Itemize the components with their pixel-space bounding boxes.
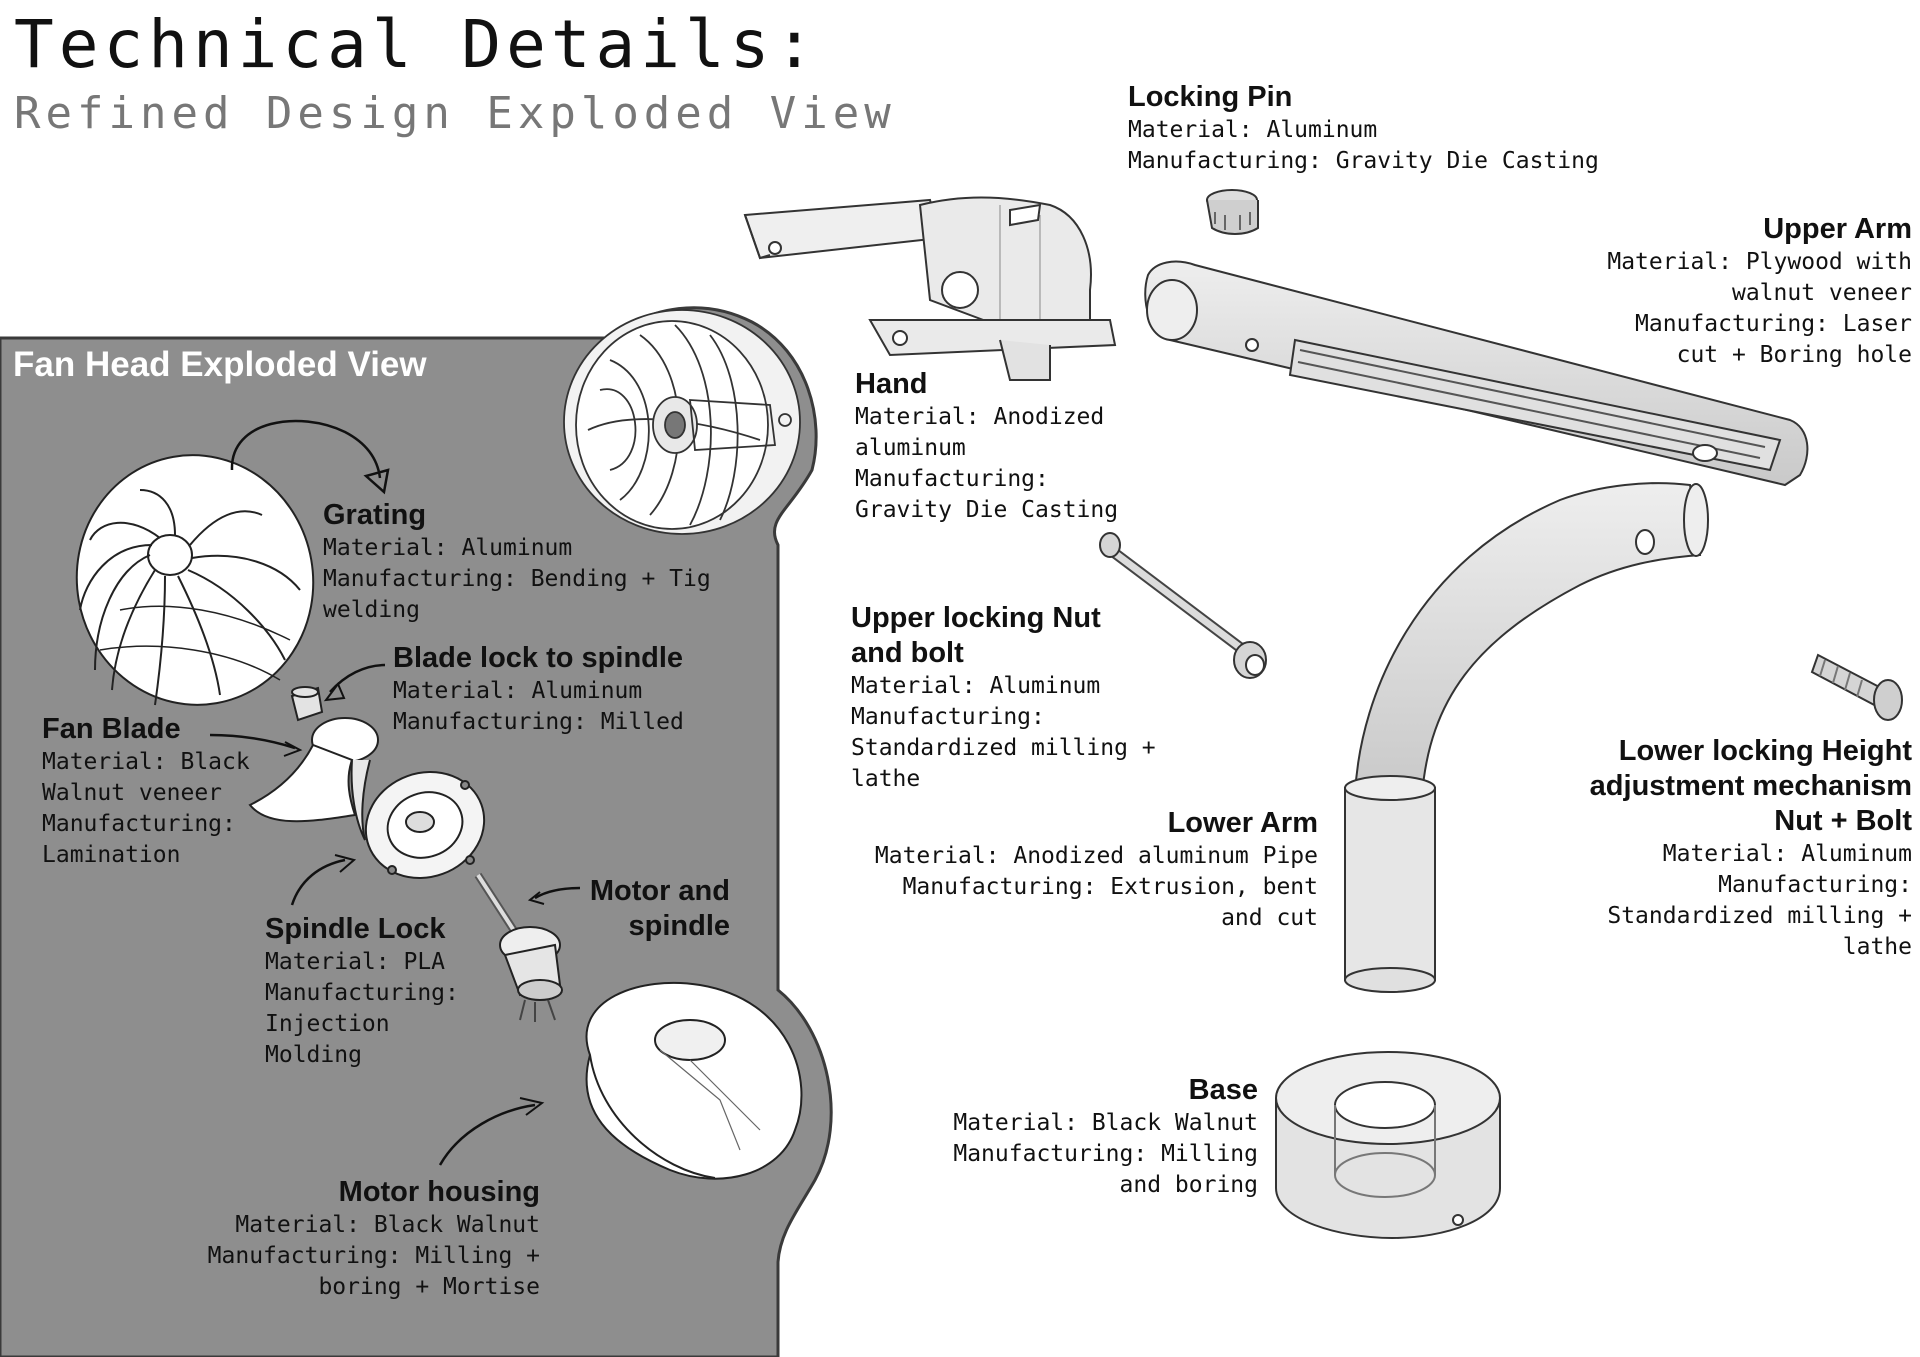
label-motor-housing-line: Manufacturing: Milling + xyxy=(207,1243,540,1269)
locking-pin-part xyxy=(1206,189,1259,235)
label-upper-arm: Upper Arm Material: Plywood with walnut … xyxy=(1540,212,1912,371)
label-hand-heading: Hand xyxy=(855,368,928,400)
grating-part xyxy=(75,454,315,706)
label-spindle-lock-line: Molding xyxy=(265,1042,362,1068)
grating-arrow xyxy=(230,419,382,479)
label-hand-line: Material: Anodized xyxy=(855,404,1105,430)
label-lower-arm: Lower Arm Material: Anodized aluminum Pi… xyxy=(810,806,1318,934)
label-upper-nut-bolt-line: lathe xyxy=(851,766,921,792)
label-motor-spindle: Motor and spindle xyxy=(560,874,730,944)
label-upper-arm-line: cut + Boring hole xyxy=(1676,342,1912,368)
label-motor-housing-line: boring + Mortise xyxy=(318,1274,540,1300)
upper-nut-bolt-part xyxy=(1099,532,1267,679)
motor-housing-part xyxy=(585,981,803,1180)
motor-spindle-part xyxy=(474,872,563,1022)
label-motor-housing-heading: Motor housing xyxy=(338,1176,540,1208)
label-grating-line: welding xyxy=(323,597,420,623)
label-blade-lock-heading: Blade lock to spindle xyxy=(393,642,684,674)
fan-head-panel-title: Fan Head Exploded View xyxy=(13,345,427,384)
base-part xyxy=(1275,1051,1501,1240)
label-upper-arm-line: Manufacturing: Laser xyxy=(1635,311,1912,337)
assembled-fan-head xyxy=(563,309,801,535)
label-lower-locking-line: Standardized milling + xyxy=(1607,903,1912,929)
label-fan-blade-line: Lamination xyxy=(42,842,181,868)
label-lower-locking-heading: adjustment mechanism xyxy=(1589,770,1912,802)
label-blade-lock-line: Manufacturing: Milled xyxy=(393,709,684,735)
label-base-line: and boring xyxy=(1119,1172,1258,1198)
label-spindle-lock-line: Material: PLA xyxy=(265,949,446,975)
label-fan-blade-line: Material: Black xyxy=(42,749,250,775)
label-hand: Hand Material: Anodized aluminum Manufac… xyxy=(855,367,1118,526)
label-lower-arm-line: Manufacturing: Extrusion, bent xyxy=(902,874,1318,900)
label-fan-blade-heading: Fan Blade xyxy=(42,713,181,745)
label-upper-nut-bolt-line: Manufacturing: xyxy=(851,704,1045,730)
label-upper-nut-bolt-heading: and bolt xyxy=(851,637,964,669)
label-grating-line: Manufacturing: Bending + Tig xyxy=(323,566,711,592)
hand-part xyxy=(743,196,1117,381)
label-hand-line: Manufacturing: xyxy=(855,466,1049,492)
label-grating-heading: Grating xyxy=(323,499,427,531)
label-fan-blade-line: Manufacturing: xyxy=(42,811,236,837)
spindle-lock-part xyxy=(364,771,486,879)
label-spindle-lock-line: Manufacturing: xyxy=(265,980,459,1006)
label-upper-arm-heading: Upper Arm xyxy=(1763,213,1912,245)
label-fan-blade: Fan Blade Material: Black Walnut veneer … xyxy=(42,712,250,871)
label-lower-locking: Lower locking Height adjustment mechanis… xyxy=(1540,734,1912,963)
label-upper-arm-line: walnut veneer xyxy=(1731,280,1912,306)
label-motor-spindle-heading: spindle xyxy=(628,910,730,942)
label-blade-lock: Blade lock to spindle Material: Aluminum… xyxy=(393,641,684,738)
label-spindle-lock-heading: Spindle Lock xyxy=(265,913,446,945)
label-hand-line: Gravity Die Casting xyxy=(855,497,1119,523)
lower-locking-bolt-part xyxy=(1810,653,1903,721)
lower-arm-part xyxy=(1344,482,1709,993)
label-lower-arm-line: and cut xyxy=(1221,905,1318,931)
fan-blade-part xyxy=(248,717,379,841)
label-upper-nut-bolt: Upper locking Nut and bolt Material: Alu… xyxy=(851,601,1156,795)
label-lower-locking-line: lathe xyxy=(1842,934,1912,960)
label-locking-pin-heading: Locking Pin xyxy=(1128,81,1293,113)
page-title: Technical Details: xyxy=(14,6,820,83)
label-grating: Grating Material: Aluminum Manufacturing… xyxy=(323,498,711,626)
motor-housing-arrow xyxy=(438,1103,536,1166)
label-lower-locking-line: Material: Aluminum xyxy=(1662,841,1912,867)
label-locking-pin: Locking Pin Material: Aluminum Manufactu… xyxy=(1128,80,1599,177)
label-lower-locking-heading: Nut + Bolt xyxy=(1774,805,1912,837)
upper-arm-part xyxy=(1144,260,1809,487)
label-upper-nut-bolt-heading: Upper locking Nut xyxy=(851,602,1101,634)
label-base-heading: Base xyxy=(1188,1074,1258,1106)
label-upper-nut-bolt-line: Material: Aluminum xyxy=(851,673,1101,699)
label-lower-locking-line: Manufacturing: xyxy=(1718,872,1912,898)
label-upper-nut-bolt-line: Standardized milling + xyxy=(851,735,1156,761)
label-fan-blade-line: Walnut veneer xyxy=(42,780,223,806)
blade-lock-part xyxy=(290,686,324,722)
label-base-line: Material: Black Walnut xyxy=(953,1110,1258,1136)
label-lower-arm-line: Material: Anodized aluminum Pipe xyxy=(874,843,1318,869)
label-locking-pin-line: Manufacturing: Gravity Die Casting xyxy=(1128,148,1599,174)
label-hand-line: aluminum xyxy=(855,435,966,461)
label-base-line: Manufacturing: Milling xyxy=(953,1141,1258,1167)
label-motor-housing: Motor housing Material: Black Walnut Man… xyxy=(150,1175,540,1303)
label-blade-lock-line: Material: Aluminum xyxy=(393,678,643,704)
label-locking-pin-line: Material: Aluminum xyxy=(1128,117,1378,143)
label-spindle-lock-line: Injection xyxy=(265,1011,390,1037)
label-motor-spindle-heading: Motor and xyxy=(589,875,730,907)
page-subtitle: Refined Design Exploded View xyxy=(14,88,896,139)
label-lower-arm-heading: Lower Arm xyxy=(1167,807,1318,839)
label-motor-housing-line: Material: Black Walnut xyxy=(235,1212,540,1238)
motor-spindle-arrow xyxy=(534,886,581,900)
label-upper-arm-line: Material: Plywood with xyxy=(1607,249,1912,275)
spindle-lock-arrow xyxy=(290,858,346,906)
label-grating-line: Material: Aluminum xyxy=(323,535,573,561)
label-base: Base Material: Black Walnut Manufacturin… xyxy=(900,1073,1258,1201)
label-lower-locking-heading: Lower locking Height xyxy=(1618,735,1912,767)
label-spindle-lock: Spindle Lock Material: PLA Manufacturing… xyxy=(265,912,459,1071)
fan-blade-arrow xyxy=(209,733,296,750)
